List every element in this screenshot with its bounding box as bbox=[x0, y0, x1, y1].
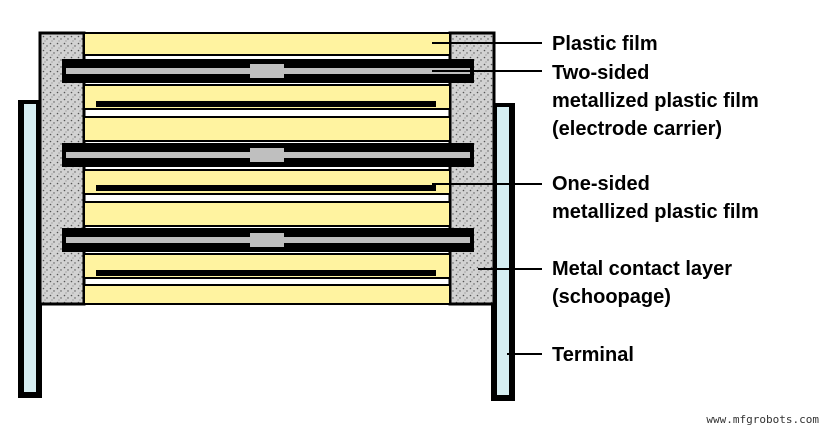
electrode-carrier-1 bbox=[62, 59, 474, 83]
plastic-film-layer bbox=[83, 32, 451, 56]
label-plastic-film: Plastic film bbox=[552, 30, 658, 58]
plastic-film-layer bbox=[83, 116, 451, 142]
plastic-film-layer bbox=[83, 201, 451, 227]
metallization-line bbox=[96, 185, 436, 191]
electrode-carrier-3 bbox=[62, 228, 474, 252]
left-terminal-inner bbox=[24, 104, 36, 392]
metallization-line bbox=[96, 270, 436, 276]
one-sided-metallization bbox=[96, 101, 436, 276]
label-two-sided-line-3: (electrode carrier) bbox=[552, 118, 723, 140]
metallization-line bbox=[96, 101, 436, 107]
label-plastic-film-text: Plastic film bbox=[552, 33, 658, 55]
right-terminal-inner bbox=[497, 107, 509, 395]
label-one-sided-line-1: One-sided bbox=[552, 173, 650, 195]
label-two-sided-line-2: metallized plastic film bbox=[552, 90, 759, 112]
label-two-sided-film: Two-sided metallized plastic film (elect… bbox=[552, 59, 759, 143]
label-two-sided-line-1: Two-sided bbox=[552, 62, 650, 84]
label-contact-layer-line-2: (schoopage) bbox=[552, 286, 671, 308]
label-one-sided-line-2: metallized plastic film bbox=[552, 201, 759, 223]
plastic-film-layer bbox=[83, 284, 451, 305]
electrode-carrier-2 bbox=[62, 143, 474, 167]
label-contact-layer-line-1: Metal contact layer bbox=[552, 258, 733, 280]
label-terminal-text: Terminal bbox=[552, 344, 634, 366]
label-contact-layer: Metal contact layer (schoopage) bbox=[552, 255, 732, 311]
label-terminal: Terminal bbox=[552, 341, 634, 369]
label-one-sided-film: One-sided metallized plastic film bbox=[552, 170, 759, 226]
watermark: www.mfgrobots.com bbox=[706, 413, 819, 426]
